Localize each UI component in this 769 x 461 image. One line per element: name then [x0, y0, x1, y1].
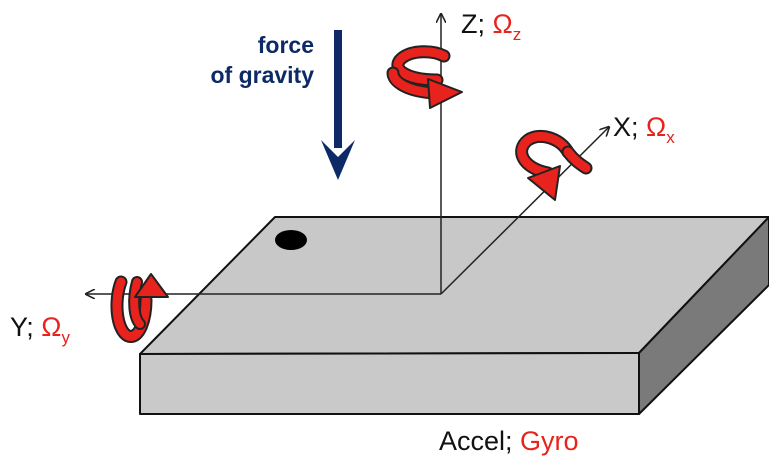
board-front-face	[139, 352, 640, 415]
x-rate-symbol: Ω	[646, 112, 667, 142]
gravity-label-line2: of gravity	[210, 62, 314, 88]
x-axis-line	[440, 127, 609, 295]
caption-accel: Accel;	[439, 426, 513, 456]
gravity-arrow-icon	[321, 30, 355, 180]
z-rate-symbol: Ω	[492, 9, 513, 39]
z-axis-label: Z; Ωz	[461, 9, 522, 44]
x-axis-name: X;	[613, 112, 639, 142]
rotation-arrow-y-icon	[110, 273, 169, 343]
y-rate-subscript: y	[61, 328, 70, 347]
sensor-caption: Accel; Gyro	[439, 428, 579, 455]
rotation-arrow-x-icon	[515, 130, 593, 201]
gravity-label-line1: force	[257, 32, 314, 58]
sensor-board	[139, 216, 769, 415]
x-rate-subscript: x	[666, 128, 675, 147]
pin1-dot-icon	[275, 230, 307, 250]
x-axis-label: X; Ωx	[613, 112, 675, 147]
y-axis-label: Y; Ωy	[10, 312, 70, 347]
board-side-face	[638, 216, 769, 415]
rotation-arrow-z-icon	[386, 45, 463, 109]
z-axis-name: Z;	[461, 9, 485, 39]
gravity-label: force of gravity	[190, 30, 314, 90]
y-axis-name: Y;	[10, 312, 34, 342]
caption-gyro: Gyro	[520, 426, 579, 456]
z-rate-subscript: z	[512, 25, 522, 44]
y-rate-symbol: Ω	[41, 312, 62, 342]
